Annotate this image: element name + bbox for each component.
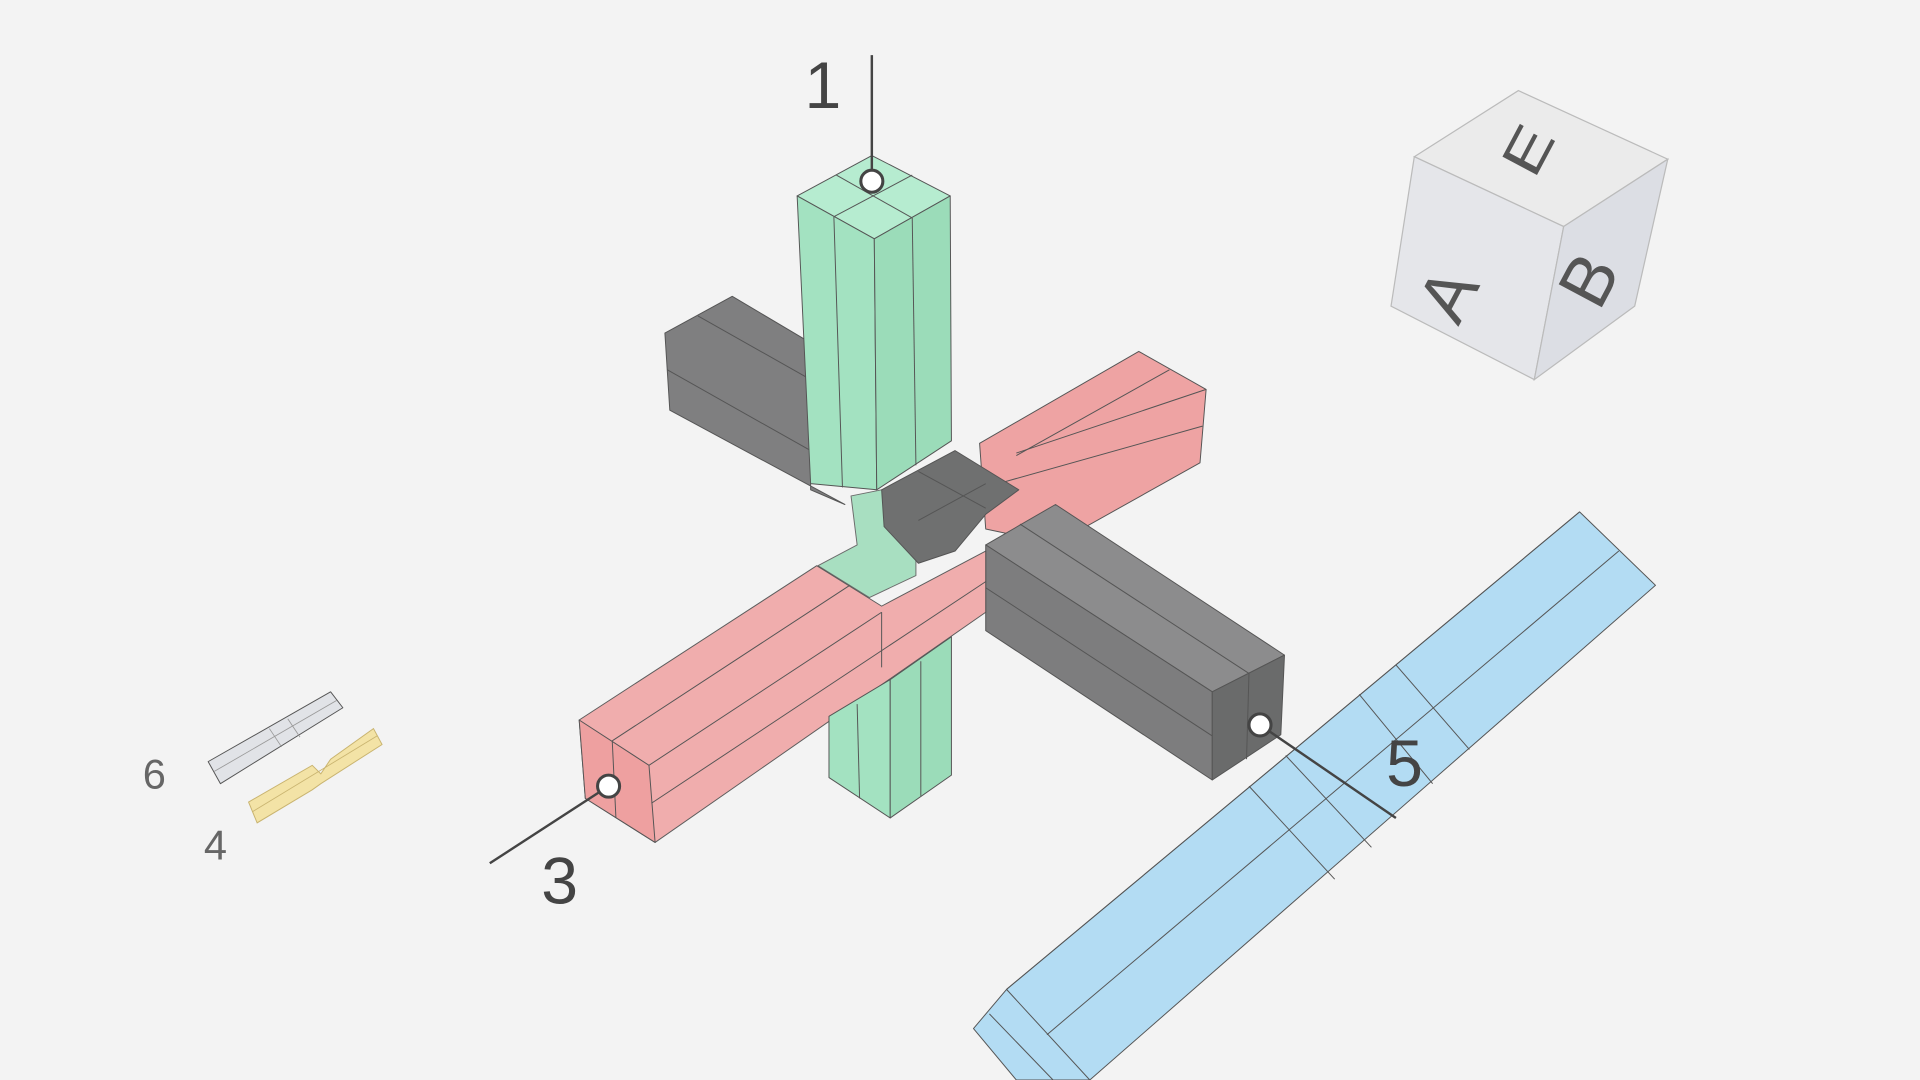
thumbnail-piece-4[interactable] [247,727,383,824]
piece-gray-front[interactable] [881,450,1285,781]
cube-right-face[interactable] [1533,157,1669,382]
blue-edge [1358,693,1434,784]
callout-3: 3 [489,773,622,919]
callout-label-3: 3 [541,845,578,919]
gray-edge [1246,673,1250,760]
leader-line [489,785,610,865]
gray-right-end [1211,654,1285,781]
blue-edge [1395,664,1470,750]
green-edge [836,174,913,219]
gray-edge [985,587,1213,737]
callout-label-5: 5 [1386,727,1423,801]
gray-edge [667,369,811,452]
blue-edge [1006,511,1580,990]
red-edge [651,581,986,804]
piece-blue[interactable] [972,511,1657,1080]
piece-green[interactable] [796,155,952,599]
green-edge [833,216,843,488]
callout-anchor [859,168,885,194]
green-left-face [796,195,878,491]
gray-left-arm [664,295,846,505]
thumbnail-edge [214,700,337,772]
thumbnail-edge [287,718,301,738]
blue-edge [1046,550,1620,1036]
view-cube[interactable]: A B E [1390,89,1670,382]
blue-edge [1006,989,1091,1080]
red-right-arm [979,350,1207,545]
red-edge [611,584,851,742]
red-edge [1016,388,1207,454]
green-right-face [873,195,952,491]
green-edge [856,704,861,799]
green-edge [911,217,917,466]
blue-edge [989,1013,1054,1080]
blue-edge [1285,755,1372,848]
gray-edge [1019,523,1250,674]
thumbnail-label-6: 6 [143,751,166,798]
callout-label-1: 1 [804,49,841,123]
thumbnail-label-4: 4 [204,822,227,869]
red-edge [1016,369,1170,456]
leader-line [1259,723,1397,819]
red-edge [997,425,1203,485]
piece-green-lower[interactable] [828,636,952,819]
callout-5: 5 [1247,712,1423,819]
blue-edge [1248,785,1336,880]
thumbnail-piece-6[interactable] [207,691,344,785]
callout-anchor [596,773,622,799]
red-edge [648,611,882,766]
thumbnail-edge [269,728,282,748]
gray-center [881,450,1020,564]
piece-red[interactable] [979,350,1207,545]
callout-1: 1 [804,49,885,194]
gray-edge [918,483,986,521]
piece-gray[interactable] [664,295,846,505]
callout-anchor [1247,712,1273,738]
thumbnail-edge [252,735,378,813]
gray-edge [697,315,811,381]
thumbnail-4-shape [247,727,383,824]
gray-edge [918,470,986,509]
